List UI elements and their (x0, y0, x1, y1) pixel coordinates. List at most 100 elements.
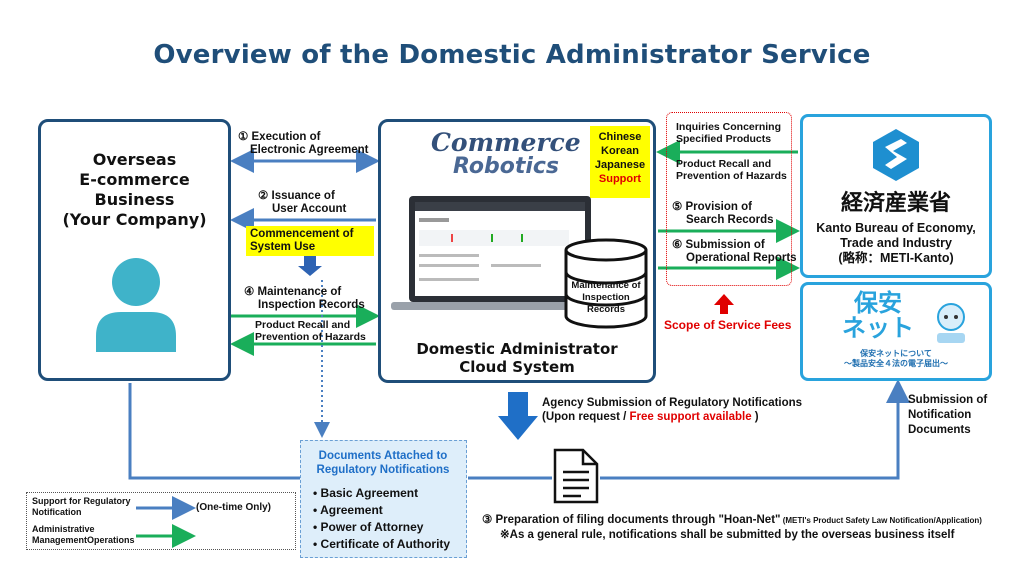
meti-kanto-name: Kanto Bureau of Economy, Trade and Indus… (803, 221, 989, 266)
title-line: Documents Attached to (318, 450, 448, 462)
meti-kanji: 経済産業省 (840, 191, 951, 216)
domestic-admin-name: Domestic Administrator Cloud System (381, 340, 653, 376)
preparation-line-1: ③ Preparation of filing documents throug… (482, 513, 982, 528)
label-user-account: ② Issuance of User Account (258, 190, 346, 216)
name-line: (略称：METI-Kanto) (838, 251, 954, 265)
hoan-net-logo: 保安 ネット (833, 291, 923, 341)
label-line: User Account (272, 203, 347, 215)
caption-line: 保安ネットについて (860, 349, 932, 358)
scope-up-arrow (714, 294, 734, 314)
agency-line-2: (Upon request / Free support available ) (542, 410, 802, 424)
label-line: System Use (250, 241, 316, 253)
commencement-label: Commencement of System Use (246, 226, 374, 256)
document-icon (553, 448, 599, 504)
database-icon (564, 238, 648, 329)
preparation-small: (METI's Product Safety Law Notification/… (780, 516, 982, 525)
label-operational-reports: ⑥ Submission of Operational Reports (672, 239, 797, 265)
laptop-screenshot-icon (391, 196, 609, 310)
submission-line: Documents (908, 424, 971, 436)
preparation-text: ③ Preparation of filing documents throug… (482, 513, 982, 543)
overseas-business-name: Overseas E-commerce Business (Your Compa… (41, 150, 228, 230)
name-line: Business (94, 190, 175, 209)
overseas-business-box: Overseas E-commerce Business (Your Compa… (38, 119, 231, 381)
name-line: Kanto Bureau of Economy, (816, 221, 976, 235)
legend-item-regulatory: Support for Regulatory Notification (32, 496, 131, 518)
person-icon (96, 258, 176, 352)
label-line: Prevention of Hazards (255, 331, 366, 343)
name-line: Trade and Industry (840, 236, 952, 250)
preparation-line-2: ※As a general rule, notifications shall … (500, 529, 955, 541)
db-label-line: Maintenance of (571, 280, 641, 291)
preparation-main: ③ Preparation of filing documents throug… (482, 514, 781, 526)
label-line: Commencement of (250, 228, 354, 240)
hoan-net-box: 保安 ネット 保安ネットについて 〜製品安全４法の電子届出〜 (800, 282, 992, 381)
meti-logo-icon (873, 129, 919, 181)
scope-of-fees-label: Scope of Service Fees (664, 318, 792, 332)
free-support-text: Free support available (629, 411, 752, 423)
label-line: Inquiries Concerning (676, 121, 782, 133)
database-label: Maintenance of Inspection Records (563, 280, 649, 316)
commencement-down-arrow (298, 256, 322, 276)
db-label-line: Inspection Records (582, 292, 630, 315)
legend-item-admin: Administrative ManagementOperations (32, 524, 135, 546)
label-line: Product Recall and (676, 158, 772, 170)
agency-submission-text: Agency Submission of Regulatory Notifica… (542, 396, 802, 424)
meti-kanto-box: 経済産業省 Kanto Bureau of Economy, Trade and… (800, 114, 992, 278)
logo-top: Commerce (431, 128, 581, 157)
language-support-badge: Chinese Korean Japanese Support (590, 126, 650, 198)
legend-line: ManagementOperations (32, 535, 135, 545)
label-recall-right: Product Recall and Prevention of Hazards (676, 158, 787, 182)
label-line: ② Issuance of (258, 190, 335, 202)
submission-line: Submission of (908, 394, 988, 406)
name-line: Cloud System (459, 358, 575, 376)
agency-prefix: (Upon request / (542, 411, 630, 423)
support-line: Japanese (594, 159, 646, 171)
support-line: Korean (601, 145, 639, 157)
documents-attached-box: Documents Attached to Regulatory Notific… (300, 440, 467, 558)
list-item: • Basic Agreement (313, 486, 419, 500)
support-line: Support (598, 173, 642, 185)
label-inspection-records: ④ Maintenance of Inspection Records (244, 286, 365, 312)
documents-title: Documents Attached to Regulatory Notific… (301, 449, 465, 477)
agency-suffix: ) (751, 411, 759, 423)
page-title: Overview of the Domestic Administrator S… (153, 40, 871, 70)
title-line: Regulatory Notifications (316, 464, 450, 476)
flow-line-left (128, 383, 300, 480)
label-electronic-agreement: ① Execution of Electronic Agreement (238, 131, 368, 157)
legend-one-time: (One-time Only) (196, 502, 272, 513)
label-line: ⑤ Provision of (672, 201, 752, 213)
logo-line: ネット (842, 314, 914, 342)
label-line: Specified Products (676, 133, 772, 145)
commerce-robotics-logo: Commerce Robotics (431, 130, 591, 178)
submission-line: Notification (908, 409, 972, 421)
list-item: • Certificate of Authority (313, 537, 451, 551)
legend-line: Notification (32, 507, 82, 517)
label-line: ① Execution of (238, 131, 321, 143)
name-line: Overseas (92, 150, 177, 169)
support-line: Chinese (598, 131, 642, 143)
agency-down-arrow (498, 392, 538, 440)
logo-line: 保安 (854, 289, 902, 317)
name-line: E-commerce (79, 170, 190, 189)
name-line: Domestic Administrator (416, 340, 618, 358)
caption-line: 〜製品安全４法の電子届出〜 (844, 359, 948, 368)
label-search-records: ⑤ Provision of Search Records (672, 201, 774, 227)
label-line: Product Recall and (255, 319, 351, 331)
label-line: Electronic Agreement (250, 144, 369, 156)
list-item: • Power of Attorney (313, 520, 424, 534)
label-recall-left: Product Recall and Prevention of Hazards (255, 319, 366, 343)
legend-line: Support for Regulatory (32, 496, 131, 506)
list-item: • Agreement (313, 503, 383, 517)
label-line: Inspection Records (258, 299, 365, 311)
submission-label: Submission of Notification Documents (908, 393, 987, 438)
agency-line: Agency Submission of Regulatory Notifica… (542, 397, 803, 409)
label-line: ④ Maintenance of (244, 286, 342, 298)
label-line: Prevention of Hazards (676, 170, 787, 182)
legend-box (26, 492, 296, 550)
flow-line-to-hoan (600, 379, 910, 480)
label-line: Operational Reports (686, 252, 797, 264)
scope-of-fees-box (666, 112, 792, 286)
name-line: (Your Company) (62, 210, 207, 229)
label-line: ⑥ Submission of (672, 239, 765, 251)
